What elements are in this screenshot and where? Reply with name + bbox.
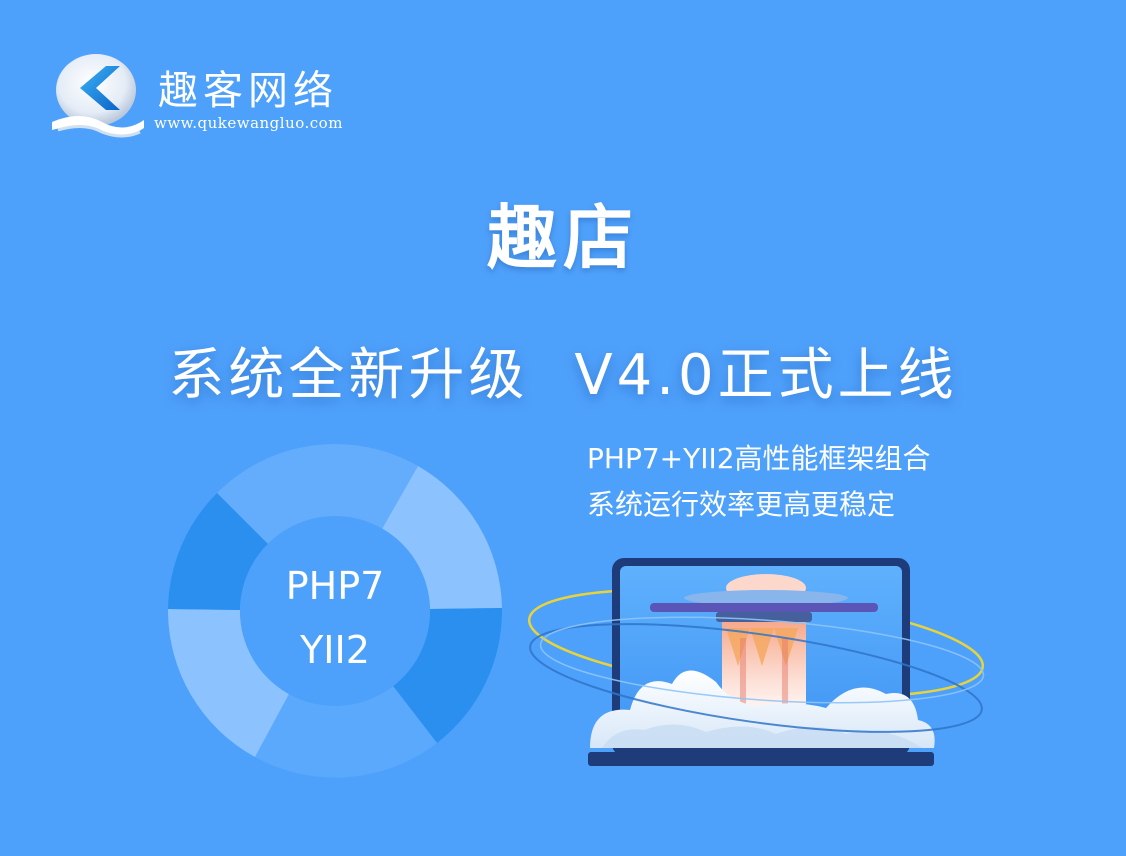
brand-url: www.qukewangluo.com — [154, 114, 343, 132]
brand-logo: 趣客网络 www.qukewangluo.com — [50, 48, 370, 140]
subtitle-version: V4.0正式上线 — [574, 343, 958, 408]
laptop-ufo-illustration — [527, 558, 985, 766]
donut-segment — [168, 493, 268, 610]
donut-center-labels: PHP7 YII2 — [168, 554, 502, 682]
donut-label-php: PHP7 — [285, 564, 385, 608]
feature-line: PHP7+YII2高性能框架组合 — [587, 442, 931, 475]
subtitle-upgrade: 系统全新升级 — [168, 343, 529, 408]
feature-line: 系统运行效率更高更稳定 — [587, 488, 896, 521]
brand-name: 趣客网络 — [158, 68, 338, 114]
quke-logo-icon — [52, 54, 144, 138]
donut-label-yii: YII2 — [300, 628, 370, 672]
donut-segment — [393, 608, 502, 743]
headline-subtitle: 系统全新升级 V4.0正式上线 — [0, 330, 1126, 411]
donut-segment — [382, 466, 502, 609]
donut-segment — [168, 609, 289, 757]
page-title: 趣店 — [487, 197, 639, 279]
feature-list: PHP7+YII2高性能框架组合 系统运行效率更高更稳定 — [587, 436, 931, 528]
donut-segment — [217, 444, 418, 544]
donut-segment — [255, 686, 437, 778]
tech-donut-graphic — [168, 444, 502, 778]
